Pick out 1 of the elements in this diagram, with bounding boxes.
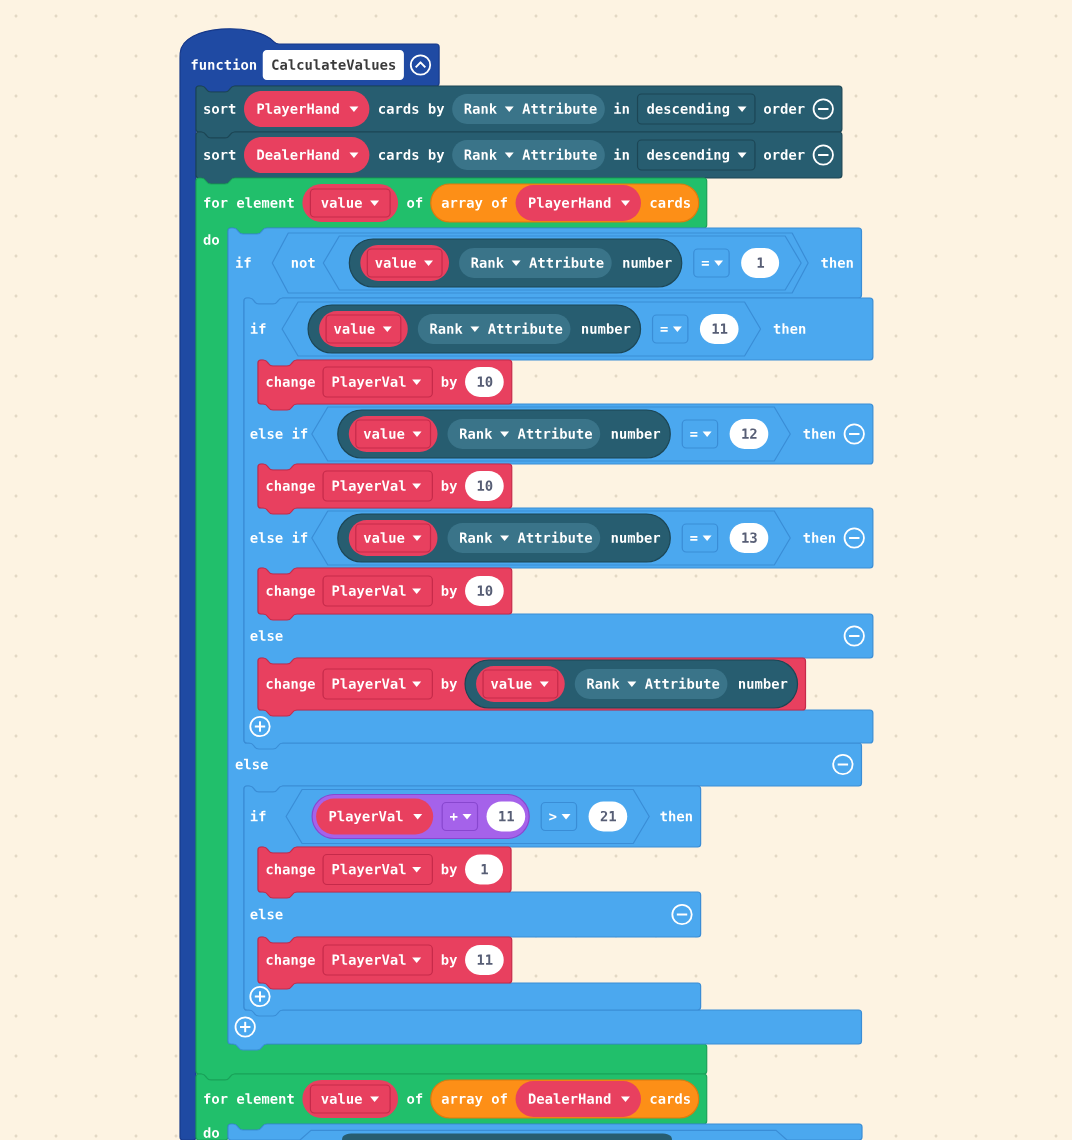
partial-block bbox=[227, 1123, 863, 1140]
